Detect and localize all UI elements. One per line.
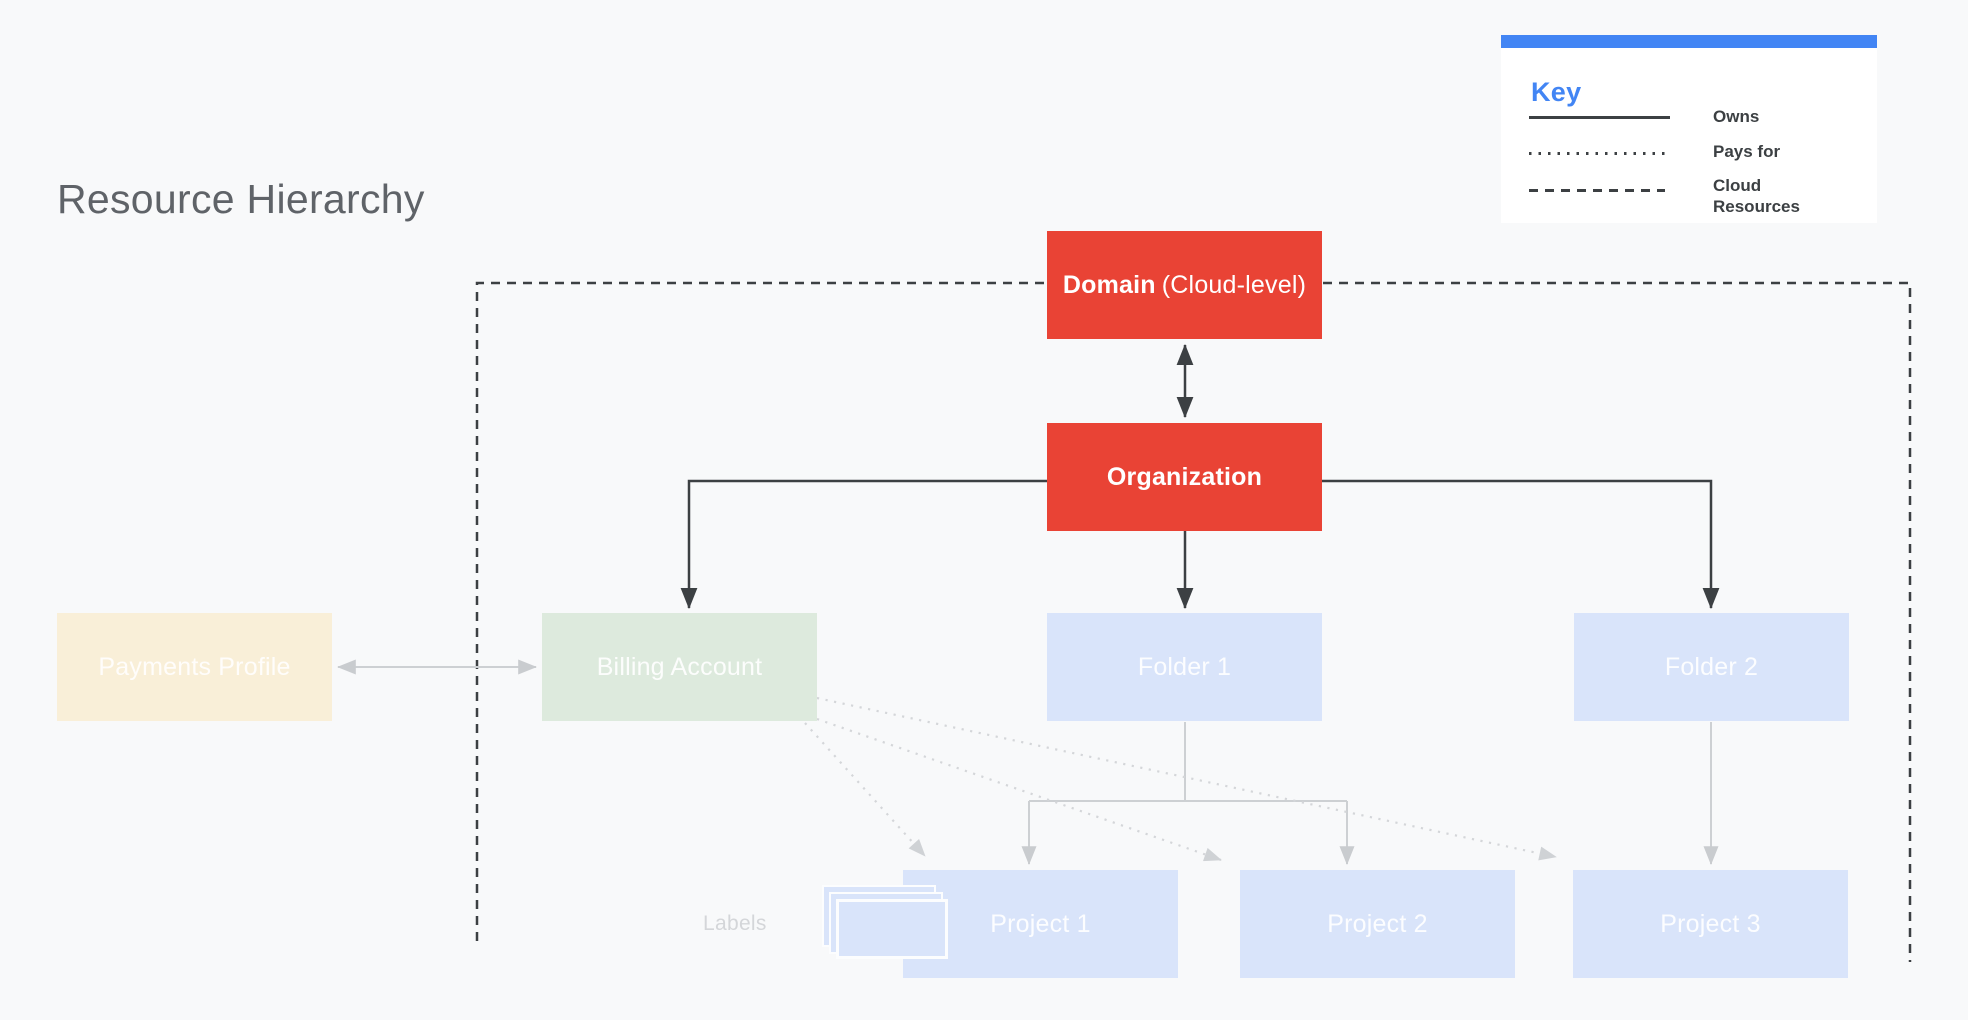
folder-2-node: Folder 2: [1574, 613, 1849, 721]
legend-panel: Key Owns Pays for Cloud Resources: [1501, 35, 1877, 223]
labels-stack-icon: [836, 899, 948, 959]
folder-1-node: Folder 1: [1047, 613, 1322, 721]
project-1-node: Project 1: [903, 870, 1178, 978]
domain-node-label-rest: (Cloud-level): [1161, 270, 1307, 299]
legend-accent-bar: [1501, 35, 1877, 48]
legend-solid-line-sample: [1529, 116, 1670, 119]
project-3-node: Project 3: [1573, 870, 1848, 978]
page-title: Resource Hierarchy: [57, 176, 425, 222]
project-2-node: Project 2: [1240, 870, 1515, 978]
dotted-billing-project2: [816, 717, 1222, 862]
dotted-billing-project1: [804, 722, 926, 857]
cloud-resources-boundary: [475, 281, 1912, 962]
arrow-organization-billing-account: [680, 479, 1047, 610]
domain-node: Domain (Cloud-level): [1047, 231, 1322, 339]
payments-profile-node: Payments Profile: [57, 613, 332, 721]
legend-label-owns: Owns: [1713, 107, 1760, 126]
organization-node: Organization: [1047, 423, 1322, 531]
legend-label-pays-for: Pays for: [1713, 142, 1781, 161]
dotted-billing-project3: [816, 696, 1557, 861]
arrow-organization-folder-2: [1322, 479, 1720, 610]
legend-dashed-line-sample: [1529, 189, 1665, 192]
labels-caption: Labels: [703, 912, 767, 935]
legend-heading: Key: [1531, 77, 1582, 107]
legend-label-cloud-resources: Cloud Resources: [1713, 176, 1800, 216]
legend-dotted-line-sample: [1529, 152, 1669, 155]
domain-node-label-bold: Domain: [1062, 270, 1156, 299]
billing-account-node: Billing Account: [542, 613, 817, 721]
